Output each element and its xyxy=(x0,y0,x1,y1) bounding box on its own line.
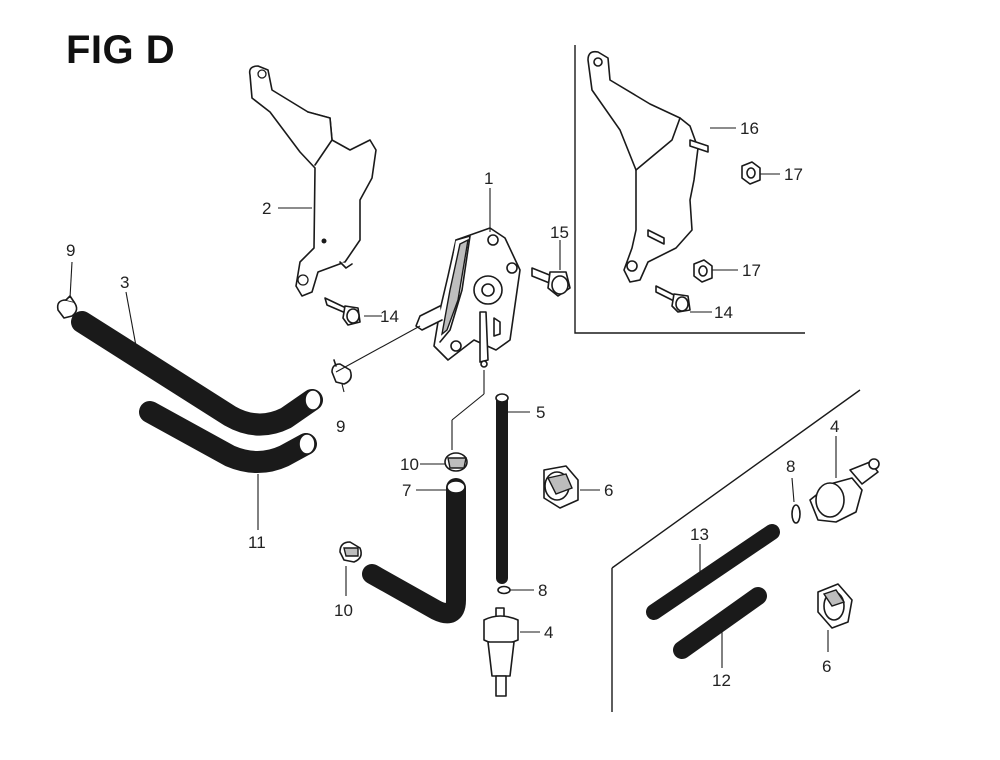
oring-part-8-right xyxy=(791,504,801,524)
callout-15: 15 xyxy=(550,223,569,242)
figure-title: FIG D xyxy=(66,28,176,72)
tube-part-5 xyxy=(495,393,509,584)
callout-4-center: 4 xyxy=(544,623,553,642)
inset-frame-bracket xyxy=(574,45,805,334)
bracket-part-16 xyxy=(587,50,709,283)
grommet-part-6-center xyxy=(543,465,579,509)
tube-part-12 xyxy=(673,587,767,659)
callout-5: 5 xyxy=(536,403,545,422)
callout-10-lower: 10 xyxy=(334,601,353,620)
callout-9-upper: 9 xyxy=(66,241,75,260)
callout-8-center: 8 xyxy=(538,581,547,600)
nut-part-17-lower xyxy=(693,259,713,283)
hose-part-11 xyxy=(139,401,317,473)
callout-7: 7 xyxy=(402,481,411,500)
callout-12: 12 xyxy=(712,671,731,690)
hose-part-3 xyxy=(71,311,323,436)
callout-numbers: 1 2 3 9 9 14 15 16 17 17 14 5 10 7 6 8 4… xyxy=(66,119,839,690)
callout-1: 1 xyxy=(484,169,493,188)
callout-2: 2 xyxy=(262,199,271,218)
callout-8-right: 8 xyxy=(786,457,795,476)
bolt-part-14-left xyxy=(324,297,361,326)
callout-13: 13 xyxy=(690,525,709,544)
fuel-pump-part-1 xyxy=(415,227,521,368)
callout-6-center: 6 xyxy=(604,481,613,500)
callout-11: 11 xyxy=(248,533,266,552)
callout-16: 16 xyxy=(740,119,759,138)
clamp-part-10-upper xyxy=(444,452,468,472)
grommet-part-6-right xyxy=(817,583,853,629)
tube-part-13 xyxy=(646,524,780,620)
bolt-part-14-right xyxy=(655,285,691,313)
nut-part-17-upper xyxy=(741,161,761,185)
clamp-part-9-upper xyxy=(56,295,78,319)
callout-4-right: 4 xyxy=(830,417,839,436)
callout-14-left: 14 xyxy=(380,307,399,326)
fuel-filter-part-4-center xyxy=(483,607,519,697)
callout-14-right: 14 xyxy=(714,303,733,322)
inset-frame-filter xyxy=(611,389,861,712)
bolt-part-15 xyxy=(531,267,571,297)
callout-3: 3 xyxy=(120,273,129,292)
callout-9-lower: 9 xyxy=(336,417,345,436)
callout-17-lower: 17 xyxy=(742,261,761,280)
leader-lines xyxy=(69,127,837,668)
bracket-part-2 xyxy=(248,65,377,297)
callout-6-right: 6 xyxy=(822,657,831,676)
clamp-part-9-lower xyxy=(331,359,352,385)
callout-17-upper: 17 xyxy=(784,165,803,184)
oring-part-8-center xyxy=(497,585,511,595)
callout-10-upper: 10 xyxy=(400,455,419,474)
clamp-part-10-lower xyxy=(339,541,362,563)
hose-part-7 xyxy=(362,478,466,624)
fuel-filter-part-4-right xyxy=(809,458,880,523)
